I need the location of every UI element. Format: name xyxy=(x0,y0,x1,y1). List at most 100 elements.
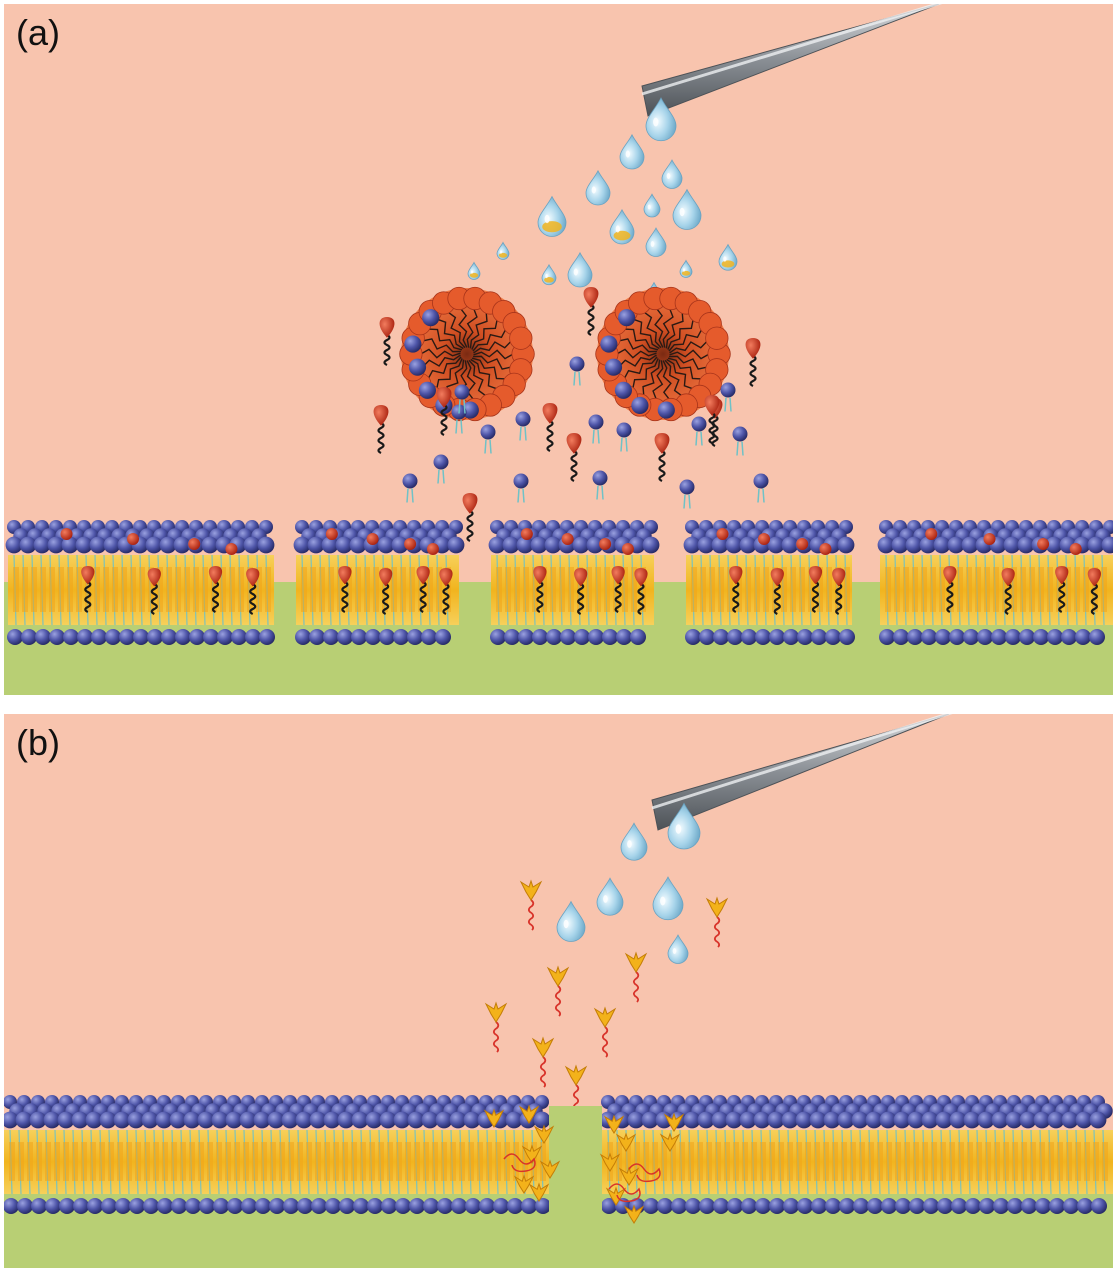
panel-a-illustration xyxy=(4,4,1113,695)
detergent-icon xyxy=(832,568,846,615)
detergent-icon xyxy=(416,566,430,613)
enzyme-icon xyxy=(533,1124,555,1144)
detergent-icon xyxy=(808,566,823,613)
detergent-icon xyxy=(943,566,957,613)
droplet-icon xyxy=(667,934,689,964)
membrane-segment xyxy=(293,520,465,645)
enzyme-icon xyxy=(659,1132,681,1152)
peptide-strand xyxy=(608,1183,641,1203)
enzyme-icon xyxy=(539,1159,561,1179)
droplet-icon xyxy=(596,877,624,916)
droplet-icon xyxy=(672,188,702,230)
enzyme-icon xyxy=(624,951,648,1003)
membrane-segment xyxy=(877,520,1113,645)
droplet-icon xyxy=(620,822,648,861)
detergent-icon xyxy=(634,568,648,615)
lipid-icon xyxy=(753,473,769,503)
droplet-icon xyxy=(718,243,738,271)
detergent-icon xyxy=(770,568,784,615)
detergent-icon xyxy=(439,568,453,615)
panel-a: (a) xyxy=(4,4,1113,695)
enzyme-icon xyxy=(705,896,729,948)
detergent-icon xyxy=(574,568,588,615)
enzyme-icon xyxy=(605,1186,627,1206)
detergent-icon xyxy=(533,566,547,613)
detergent-icon xyxy=(654,433,670,482)
enzyme-icon xyxy=(484,1001,508,1053)
droplet-icon xyxy=(667,802,701,850)
lipid-icon xyxy=(592,470,608,500)
enzyme-icon xyxy=(521,1144,543,1164)
membrane-pore xyxy=(549,1106,602,1216)
enzyme-icon xyxy=(483,1108,505,1128)
detergent-icon xyxy=(542,403,558,452)
micelle-icon xyxy=(595,286,731,422)
enzyme-icon xyxy=(513,1174,535,1194)
detergent-icon xyxy=(745,338,761,387)
droplet-icon xyxy=(645,227,667,257)
enzyme-icon xyxy=(615,1132,637,1152)
pipette-icon xyxy=(651,714,953,831)
pipette-icon xyxy=(641,4,943,117)
detergent-icon xyxy=(611,566,625,613)
detergent-icon xyxy=(373,405,389,454)
lipid-icon xyxy=(513,473,529,503)
droplet-icon xyxy=(556,900,586,942)
lipid-icon xyxy=(515,411,531,441)
droplet-icon xyxy=(619,133,645,170)
droplet-icon xyxy=(679,259,693,278)
membrane-left xyxy=(4,1095,551,1214)
micelle-icon xyxy=(399,286,535,422)
detergent-icon xyxy=(147,568,161,615)
membrane-segment xyxy=(683,520,855,645)
membrane-segment xyxy=(488,520,660,645)
detergent-icon xyxy=(208,566,223,613)
peptide-strand xyxy=(503,1153,536,1173)
enzyme-icon xyxy=(546,965,570,1017)
droplet-icon xyxy=(496,241,510,260)
droplet-icon xyxy=(661,159,683,189)
lipid-icon xyxy=(454,384,470,414)
detergent-icon xyxy=(379,568,393,615)
droplet-icon xyxy=(609,208,635,245)
enzyme-icon xyxy=(603,1114,625,1134)
droplet-icon xyxy=(541,263,557,286)
enzyme-icon xyxy=(618,1166,640,1186)
peptide-strand xyxy=(628,1163,661,1183)
membrane-segment xyxy=(5,520,275,645)
enzyme-icon xyxy=(593,1006,617,1058)
enzyme-icon xyxy=(663,1112,685,1132)
lipid-icon xyxy=(588,414,604,444)
enzyme-icon xyxy=(531,1036,555,1088)
droplet-icon xyxy=(467,261,481,280)
detergent-icon xyxy=(436,387,452,436)
detergent-icon xyxy=(729,566,743,613)
panel-a-label: (a) xyxy=(16,12,60,53)
lipid-icon xyxy=(691,416,707,446)
detergent-icon xyxy=(583,287,599,336)
panel-b-illustration xyxy=(4,714,1113,1268)
detergent-icon xyxy=(566,433,582,482)
droplet-icon xyxy=(585,169,611,206)
enzyme-icon xyxy=(528,1182,550,1202)
enzyme-icon xyxy=(518,1104,540,1124)
lipid-icon xyxy=(480,424,496,454)
enzyme-icon xyxy=(599,1152,621,1172)
detergent-icon xyxy=(81,566,95,613)
detergent-icon xyxy=(1055,566,1069,613)
detergent-icon xyxy=(246,568,260,615)
lipid-icon xyxy=(569,356,585,386)
droplet-icon xyxy=(537,195,567,237)
lipid-icon xyxy=(732,426,748,456)
detergent-icon xyxy=(704,395,720,444)
detergent-icon xyxy=(379,317,395,366)
lipid-icon xyxy=(402,473,418,503)
lipid-icon xyxy=(679,479,695,509)
lipid-icon xyxy=(720,382,736,412)
detergent-icon xyxy=(1087,568,1101,615)
detergent-icon xyxy=(338,566,352,613)
droplet-icon xyxy=(645,97,677,142)
enzyme-icon xyxy=(519,879,543,931)
lipid-icon xyxy=(433,454,449,484)
panel-b-label: (b) xyxy=(16,722,60,763)
